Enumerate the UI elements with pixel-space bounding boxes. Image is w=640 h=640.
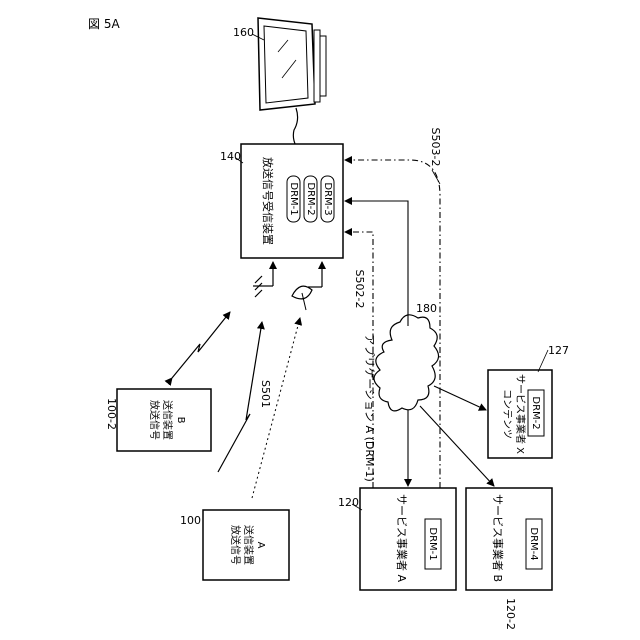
content-provider-line2: サービス事業者 X (514, 374, 527, 454)
transmitter-b-line1: 放送信号 (148, 400, 161, 440)
signal-s503-label: S503-2 (429, 128, 442, 167)
leader-127 (538, 350, 548, 372)
transmitter-b-line3: B (175, 417, 186, 424)
antenna-icon (253, 262, 273, 297)
network-cloud (374, 315, 439, 411)
signal-s502-label: S502-2 (353, 270, 366, 309)
transmitter-a-line1: 放送信号 (229, 525, 242, 565)
cloud-provider-b-link (420, 406, 494, 486)
signal-s501-label: S501 (259, 380, 272, 408)
content-provider-line1: コンテンツ (501, 389, 512, 439)
display-stand-base (320, 36, 326, 96)
drm-pills: DRM-1 DRM-2 DRM-3 (287, 176, 334, 222)
transmitter-a-line3: A (255, 542, 266, 549)
display-stand (314, 30, 320, 102)
ref-120-2: 120-2 (504, 598, 517, 630)
drm-pill-label: DRM-3 (322, 182, 333, 215)
figure-id: 図 5A (88, 17, 120, 31)
ref-160: 160 (233, 26, 254, 39)
ref-100: 100 (180, 514, 201, 527)
display-monitor (258, 18, 326, 146)
ref-100-2: 100-2 (105, 398, 118, 430)
ref-120: 120 (338, 496, 359, 509)
cloud-content-provider-link (434, 386, 486, 410)
drm-pill-label: DRM-1 (288, 182, 299, 215)
wireless-link (172, 312, 230, 378)
ref-140: 140 (220, 150, 241, 163)
transmitter-b-line2: 送信装置 (161, 400, 174, 440)
satellite-dish-icon (292, 262, 322, 310)
provider-b-drm-label: DRM-4 (528, 527, 539, 560)
transmitter-a-line2: 送信装置 (242, 525, 255, 565)
signal-s501-path (252, 318, 300, 498)
app-label: アプリケーション A (DRM-1) (363, 334, 376, 481)
provider-a-label: サービス事業者 A (395, 494, 408, 582)
provider-a-drm-label: DRM-1 (427, 527, 438, 560)
ref-180: 180 (416, 302, 437, 315)
display-cable (293, 108, 297, 146)
leader-s503 (432, 170, 440, 184)
display-monitor-screen (264, 26, 308, 103)
provider-b-label: サービス事業者 B (491, 494, 504, 582)
receiver-label: 放送信号受信装置 (261, 157, 275, 245)
content-provider-drm-label: DRM-2 (530, 396, 541, 429)
wireless-link (218, 322, 262, 472)
drm-pill-label: DRM-2 (305, 182, 316, 215)
ref-127: 127 (548, 344, 569, 357)
